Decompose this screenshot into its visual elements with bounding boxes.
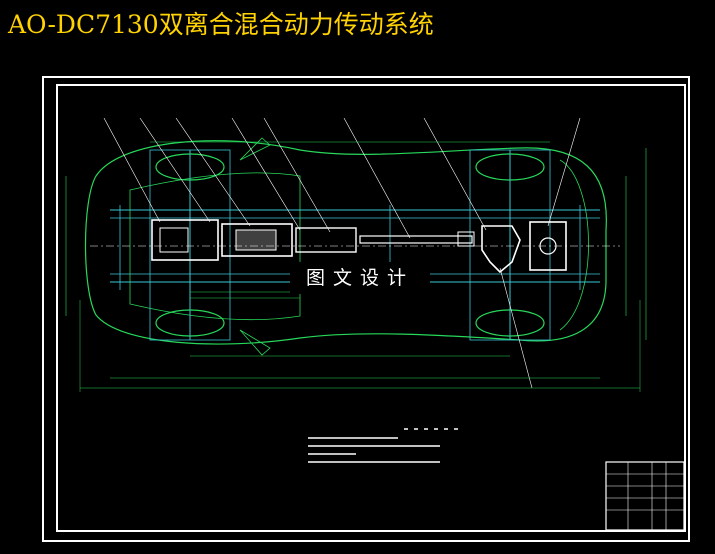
engine-detail <box>159 227 189 253</box>
leader-line-8 <box>547 117 581 227</box>
front-suspension-box <box>149 149 231 341</box>
clutch-detail <box>235 229 277 251</box>
drawing-frame <box>56 84 686 532</box>
leader-line-5 <box>263 117 331 233</box>
car-rear-arc <box>559 159 589 331</box>
drawing-sheet-border <box>42 76 690 542</box>
leader-line-7 <box>423 117 487 231</box>
leader-line-2 <box>139 117 211 223</box>
engine-block <box>151 219 219 261</box>
car-body-outline <box>84 140 607 345</box>
page-title: AO-DC7130双离合混合动力传动系统 <box>8 10 434 39</box>
leader-line-4 <box>231 117 301 231</box>
leader-line-9 <box>499 267 533 389</box>
car-front-mirror-left <box>239 329 271 356</box>
differential <box>481 225 521 274</box>
watermark-label: 图文设计 <box>290 262 430 294</box>
drive-shaft <box>359 235 473 244</box>
rear-suspension-box <box>469 149 551 341</box>
clutch-housing <box>221 223 293 257</box>
transmission <box>295 227 357 253</box>
leader-line-1 <box>103 117 161 223</box>
leader-line-3 <box>175 117 251 227</box>
leader-line-6 <box>343 117 411 239</box>
title-block <box>605 461 685 531</box>
